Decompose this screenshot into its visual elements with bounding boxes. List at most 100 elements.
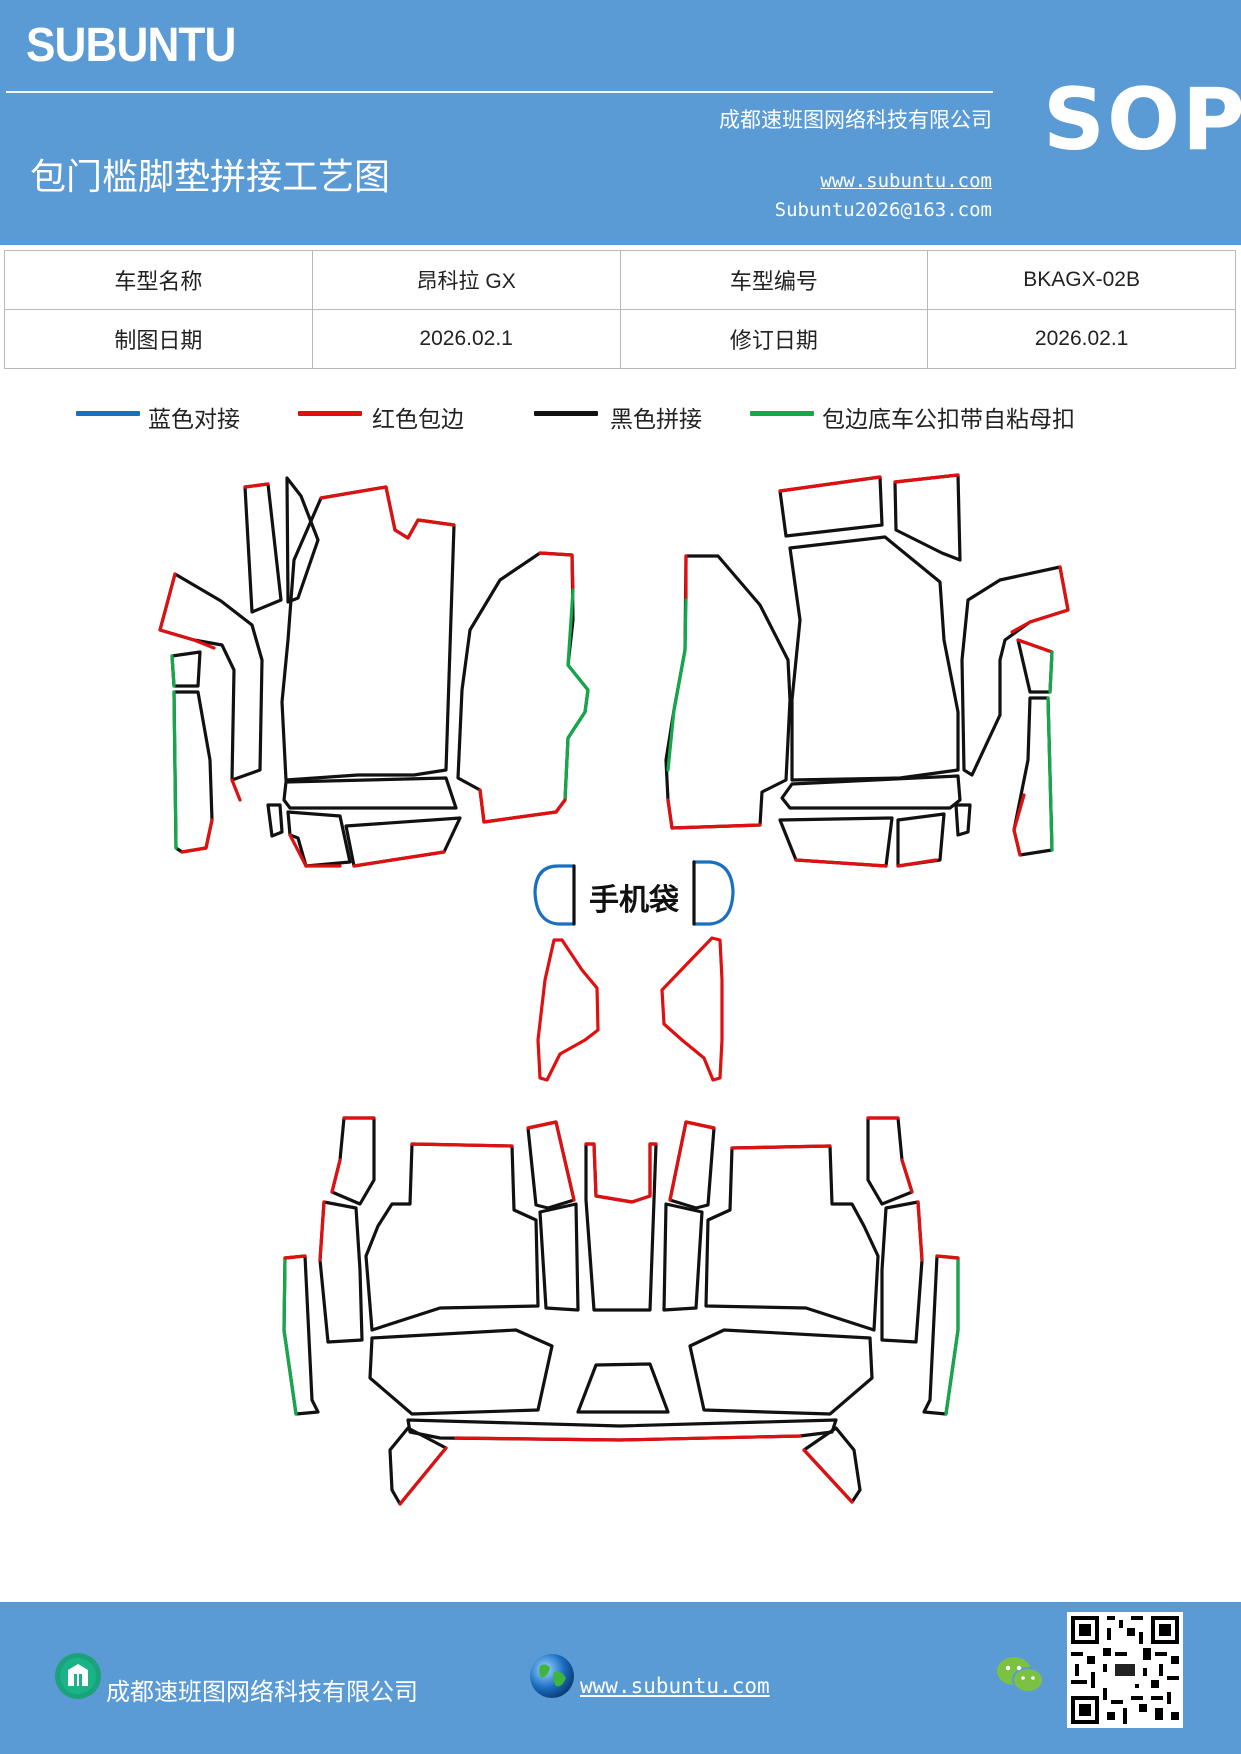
edge-red <box>410 1142 514 1148</box>
side-pocket-left <box>536 938 600 1082</box>
mat-piece <box>780 774 962 810</box>
sop-badge: SOP <box>1043 70 1241 170</box>
edge-red <box>478 788 567 824</box>
front-right-mat-group <box>664 473 1070 868</box>
legend-swatch <box>298 411 362 416</box>
edge-red <box>526 1120 576 1202</box>
mat-piece <box>538 1202 580 1312</box>
edge-green <box>944 1256 960 1416</box>
mat-piece <box>285 476 320 604</box>
mat-piece <box>704 1144 880 1332</box>
model-code-label: 车型编号 <box>619 250 929 310</box>
edge-red <box>1012 793 1026 857</box>
model-name-label: 车型名称 <box>4 250 313 310</box>
edge-green <box>1046 696 1054 852</box>
edge-blue <box>692 860 735 926</box>
qr-code <box>1067 1612 1183 1728</box>
edge-red <box>283 1254 307 1260</box>
legend-label: 黑色拼接 <box>610 407 702 433</box>
mat-piece <box>922 1254 960 1416</box>
mat-piece <box>866 1116 914 1206</box>
model-code-value: BKAGX-02B <box>927 250 1236 310</box>
mat-piece <box>802 1426 862 1504</box>
revision-date-value: 2026.02.1 <box>927 309 1236 369</box>
edge-green <box>282 1256 298 1416</box>
mat-piece <box>368 1328 554 1416</box>
edge-red <box>158 572 216 650</box>
website-link[interactable]: www.subuntu.com <box>820 170 992 192</box>
table-row: 车型名称 昂科拉 GX 车型编号 BKAGX-02B <box>4 250 1236 310</box>
edge-red <box>896 858 938 868</box>
mat-piece <box>172 690 214 854</box>
legend-swatch <box>76 411 140 416</box>
edge-red <box>398 1446 448 1506</box>
edge-red <box>794 858 888 868</box>
mat-piece <box>954 803 972 837</box>
edge-red <box>666 798 762 830</box>
side-pocket-right <box>660 936 724 1082</box>
edge-red <box>538 551 575 592</box>
draw-date-label: 制图日期 <box>4 309 313 369</box>
mat-piece <box>280 485 456 782</box>
legend-swatch <box>534 411 598 416</box>
draw-date-value: 2026.02.1 <box>311 309 621 369</box>
mat-piece <box>896 812 946 868</box>
mat-piece <box>364 1142 540 1332</box>
wechat-icon <box>997 1657 1044 1693</box>
edge-red <box>318 1200 326 1262</box>
edge-red <box>1010 565 1070 634</box>
mat-piece <box>243 482 283 614</box>
legend-label: 红色包边 <box>372 407 464 433</box>
edge-red <box>243 482 270 489</box>
edge-green <box>170 654 176 688</box>
edge-red <box>668 1120 716 1202</box>
color-legend: 蓝色对接 红色包边 黑色拼接 包边底车公扣带自粘母扣 <box>0 400 1241 440</box>
footer-website-link[interactable]: www.subuntu.com <box>580 1674 770 1698</box>
mat-piece <box>688 1328 874 1416</box>
header-divider <box>6 91 993 93</box>
mat-piece <box>282 1254 320 1416</box>
footer: 成都速班图网络科技有限公司 www.subuntu.com <box>0 1602 1241 1754</box>
mat-piece <box>788 535 960 782</box>
edge-green <box>172 690 178 850</box>
mat-piece <box>1012 696 1054 857</box>
mat-piece <box>170 650 202 688</box>
edge-green <box>1048 650 1054 694</box>
edge-red <box>319 485 456 540</box>
edge-red <box>916 1200 924 1262</box>
edge-green <box>563 588 590 802</box>
edge-red <box>288 833 342 868</box>
table-row: 制图日期 2026.02.1 修订日期 2026.02.1 <box>4 309 1236 369</box>
company-name: 成都速班图网络科技有限公司 <box>719 108 992 132</box>
legend-swatch <box>750 411 814 416</box>
header: SUBUNTU 成都速班图网络科技有限公司 包门槛脚垫拼接工艺图 www.sub… <box>0 0 1241 245</box>
floor-mat-diagram: 手机袋 <box>158 473 1070 1506</box>
mat-piece <box>662 1202 704 1312</box>
mat-piece <box>576 1362 670 1414</box>
mat-piece <box>388 1426 448 1506</box>
footer-company-name: 成都速班图网络科技有限公司 <box>106 1678 418 1706</box>
mat-piece <box>456 551 590 824</box>
model-name-value: 昂科拉 GX <box>311 250 621 310</box>
mat-piece <box>880 1200 924 1344</box>
edge-red <box>330 1116 376 1194</box>
legend-label: 蓝色对接 <box>148 407 240 433</box>
edge-red <box>935 1254 960 1260</box>
rear-mat-group <box>282 1116 960 1506</box>
globe-icon <box>530 1654 574 1698</box>
vehicle-info-table: 车型名称 昂科拉 GX 车型编号 BKAGX-02B 制图日期 2026.02.… <box>4 250 1236 369</box>
edge-red <box>180 818 214 854</box>
edge-blue <box>533 864 576 926</box>
edge-red <box>778 475 882 493</box>
edge-red <box>584 1142 658 1204</box>
edge-red <box>893 473 960 484</box>
mat-piece <box>266 803 284 838</box>
mat-piece <box>1016 638 1054 694</box>
revision-date-label: 修订日期 <box>619 309 929 369</box>
document-title: 包门槛脚垫拼接工艺图 <box>30 157 391 198</box>
edge-red <box>730 1144 832 1150</box>
edge-green <box>666 598 688 772</box>
legend-label: 包边底车公扣带自粘母扣 <box>822 407 1075 433</box>
edge-red <box>802 1448 854 1504</box>
phone-pocket-group: 手机袋 <box>533 860 735 1082</box>
